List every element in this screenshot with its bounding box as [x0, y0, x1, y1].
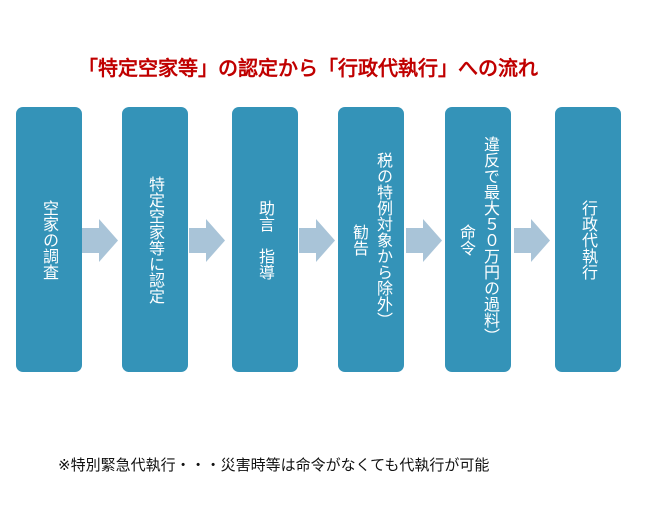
step-box-designation: 特定空家等に認定 — [122, 107, 188, 372]
right-arrow-icon — [514, 219, 550, 262]
step-label: 命令 — [457, 223, 476, 256]
right-arrow-icon — [82, 219, 118, 262]
diagram-title: 「特定空家等」の認定から「行政代執行」への流れ — [78, 56, 538, 80]
step-box-recommendation: 税の特例対象から除外） 勧告 — [338, 107, 404, 372]
right-arrow-icon — [189, 219, 225, 262]
step-label: 空家の調査 — [40, 199, 59, 280]
step-box-order: 違反で最大５０万円の過料） 命令 — [445, 107, 511, 372]
step-label: 助言 指導 — [256, 199, 275, 280]
step-box-administrative-execution: 行政代執行 — [555, 107, 621, 372]
right-arrow-icon — [406, 219, 442, 262]
step-note: 税の特例対象から除外） — [374, 151, 393, 328]
step-label: 勧告 — [350, 223, 369, 256]
step-note: 違反で最大５０万円の過料） — [481, 135, 500, 344]
step-box-advice-guidance: 助言 指導 — [232, 107, 298, 372]
step-label: 行政代執行 — [579, 199, 598, 280]
step-label: 特定空家等に認定 — [146, 175, 165, 304]
footnote: ※特別緊急代執行・・・災害時等は命令がなくても代執行が可能 — [58, 456, 490, 474]
right-arrow-icon — [299, 219, 335, 262]
step-box-survey: 空家の調査 — [16, 107, 82, 372]
